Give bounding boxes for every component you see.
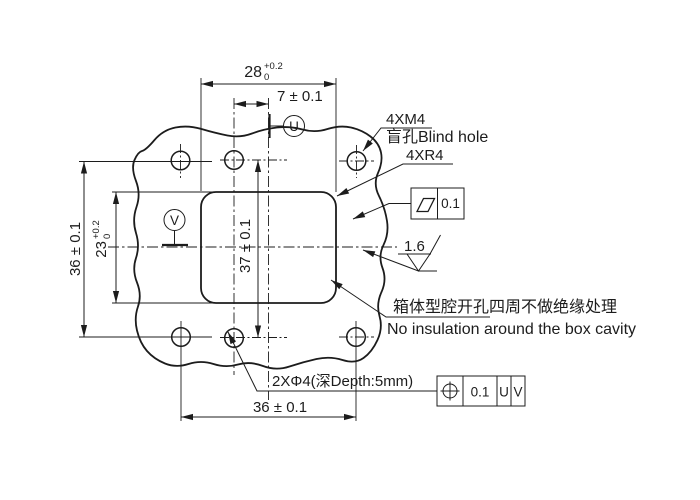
leader-flatness xyxy=(352,203,411,220)
insulation-note: 箱体型腔开孔四周不做绝缘处理 No insulation around the … xyxy=(330,279,636,338)
thread-label: 4XM4 xyxy=(386,111,425,128)
datum-v-label: V xyxy=(170,213,179,228)
roughness-callout: 1.6 xyxy=(362,234,441,272)
roughness-icon xyxy=(398,234,441,272)
dim-37-value: 37 ± 0.1 xyxy=(237,219,254,273)
datum-v: V xyxy=(162,209,188,247)
note-chinese: 箱体型腔开孔四周不做绝缘处理 xyxy=(393,298,617,316)
thread-note-label: 盲孔Blind hole xyxy=(386,128,488,146)
datum-u-balloon xyxy=(283,115,305,137)
dimension-texts: 28 +0.2 0 7 ± 0.1 36 ± 0.1 23 +0.2 0 37 … xyxy=(67,61,323,416)
dim-36-left-value: 36 ± 0.1 xyxy=(67,222,84,276)
position-datum-2: V xyxy=(513,385,522,400)
dim-36-bottom-value: 36 ± 0.1 xyxy=(253,399,307,416)
datum-v-balloon xyxy=(163,209,186,231)
note-english: No insulation around the box cavity xyxy=(387,321,636,338)
flatness-parallelogram-icon xyxy=(415,197,436,213)
callout-thread: 4XM4 盲孔Blind hole xyxy=(362,111,488,152)
flatness-frame: 0.1 xyxy=(352,187,465,220)
dim-23-lower-tol: 0 xyxy=(102,234,113,239)
box-cavity xyxy=(200,191,337,304)
leader-holes xyxy=(227,331,437,392)
extension-lines xyxy=(79,78,357,421)
leader-corner-radius xyxy=(336,163,453,197)
corner-radius-label: 4XR4 xyxy=(406,147,444,164)
dim-28-lower-tol: 0 xyxy=(264,72,269,83)
leader-roughness xyxy=(362,249,419,272)
flatness-tolerance: 0.1 xyxy=(441,196,460,211)
callout-holes: 2XΦ4(深Depth:5mm) 0.1 U V xyxy=(227,331,526,407)
position-datum-1: U xyxy=(499,385,509,400)
centerlines xyxy=(108,98,397,400)
leader-thread xyxy=(362,127,432,152)
datum-u-label: U xyxy=(289,119,299,134)
roughness-value: 1.6 xyxy=(404,238,425,255)
callout-corner-radius: 4XR4 xyxy=(336,147,453,197)
leader-note xyxy=(330,279,490,318)
dim-28-upper-tol: +0.2 xyxy=(264,61,283,72)
dim-23-value: 23 xyxy=(93,241,110,258)
datum-u: U xyxy=(268,114,305,138)
position-icon xyxy=(440,381,460,401)
part-outline-section xyxy=(132,125,389,370)
holes-label: 2XΦ4(深Depth:5mm) xyxy=(272,373,413,390)
dim-7-value: 7 ± 0.1 xyxy=(277,88,323,105)
position-frame: 0.1 U V xyxy=(436,375,526,407)
dim-28-value: 28 xyxy=(244,64,262,81)
dim-23-upper-tol: +0.2 xyxy=(91,220,102,239)
dimension-lines xyxy=(80,80,356,421)
position-tolerance: 0.1 xyxy=(471,385,490,400)
